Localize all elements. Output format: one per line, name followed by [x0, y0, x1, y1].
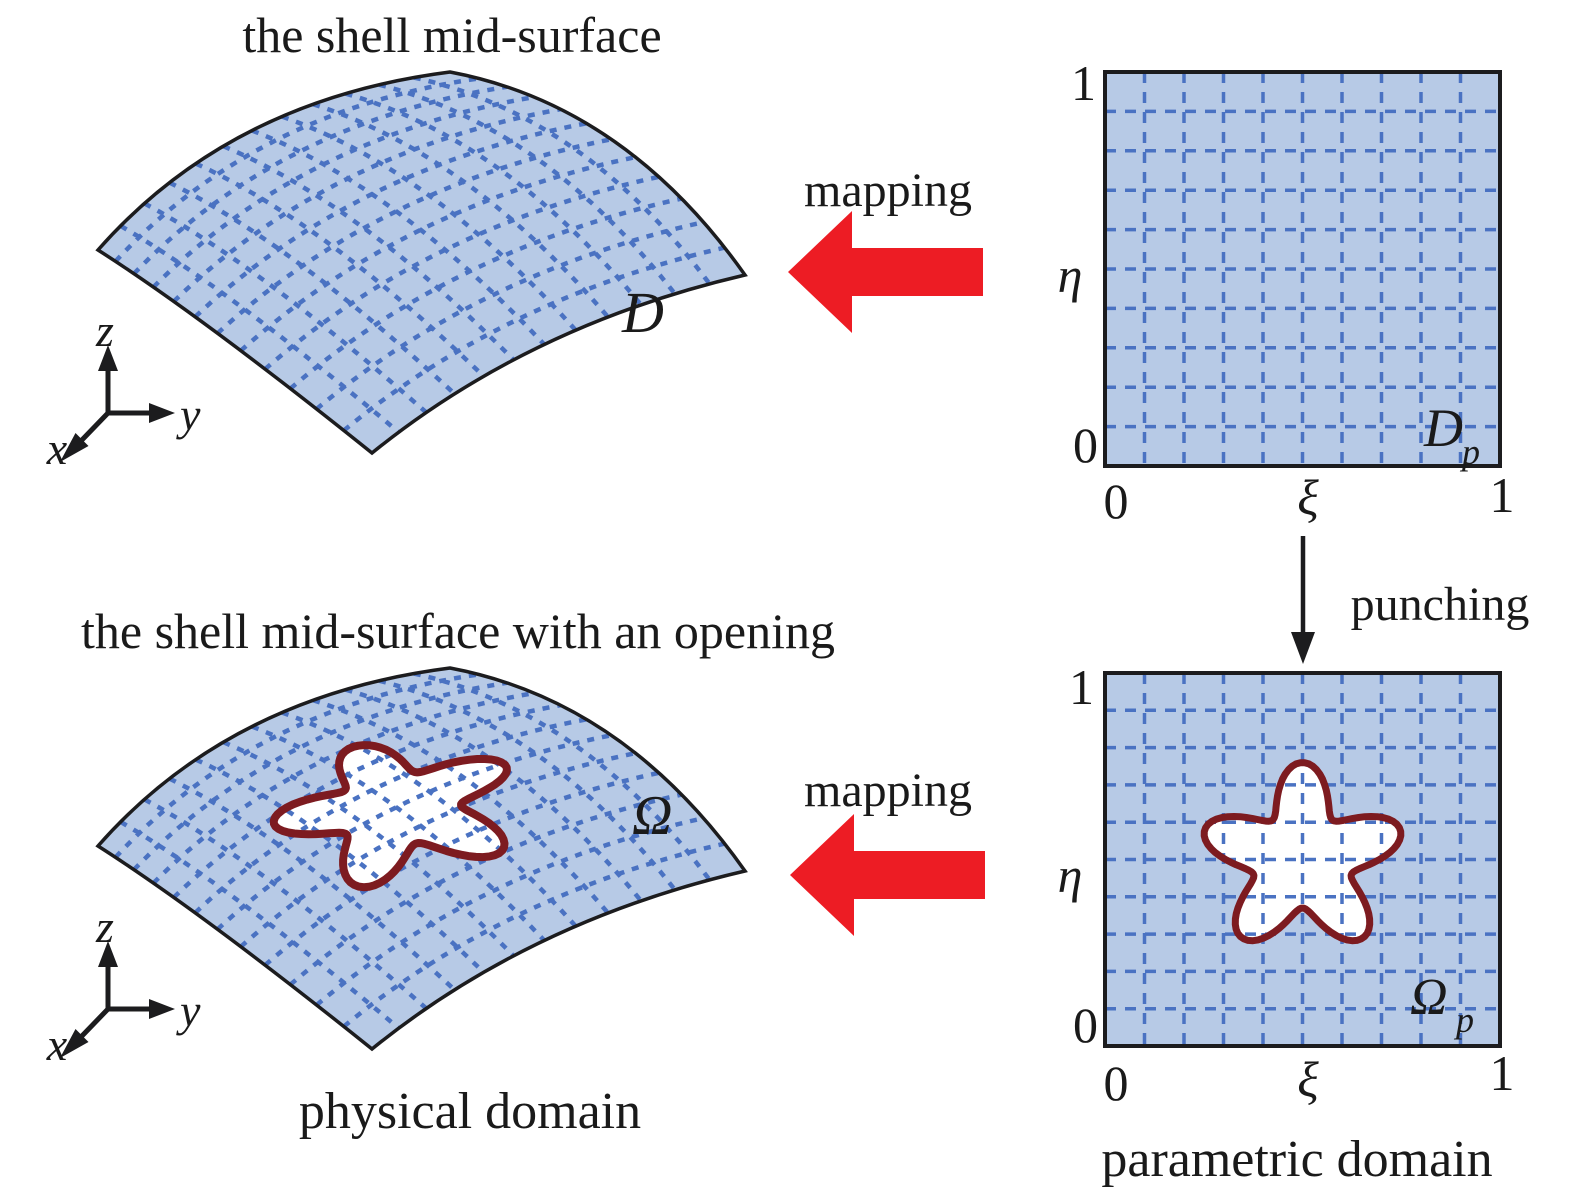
axis-z-label: z: [95, 305, 114, 356]
xi-tick-0: 0: [1104, 473, 1129, 529]
eta-tick-0: 0: [1073, 997, 1098, 1053]
domain-label-Dp-subscript: p: [1459, 432, 1480, 472]
xi-axis-label: ξ: [1297, 469, 1319, 525]
parametric-domain-punched-panel: 1 η 0 0 ξ 1 Ω p parametric domain: [1058, 659, 1515, 1188]
domain-label-Omega-p: Ω: [1410, 969, 1448, 1026]
physical-domain-caption: physical domain: [299, 1083, 641, 1140]
star-opening-outline: [269, 741, 511, 892]
coordinate-axes: [78, 963, 152, 1040]
eta-tick-0: 0: [1073, 417, 1098, 473]
axis-y-label: y: [176, 389, 201, 440]
panel-title: the shell mid-surface: [242, 7, 661, 63]
axis-x-label: x: [46, 1019, 68, 1070]
domain-label-D: D: [621, 280, 664, 345]
xi-axis-label: ξ: [1297, 1051, 1319, 1107]
punched-square-fill: [1105, 673, 1500, 1046]
punching-arrow-group: punching: [1291, 536, 1529, 664]
coordinate-axes: [78, 367, 152, 444]
xi-tick-0: 0: [1104, 1055, 1129, 1111]
mapping-label-bottom: mapping: [804, 764, 972, 817]
surface-outline: [95, 666, 748, 1052]
xi-tick-1: 1: [1490, 467, 1515, 523]
panel-title: the shell mid-surface with an opening: [81, 603, 835, 659]
mapping-arrow-left-icon: [790, 814, 985, 936]
domain-label-Dp: D: [1423, 398, 1463, 458]
axis-y-label: y: [176, 985, 201, 1036]
shell-mid-surface-panel: the shell mid-surface D z y x: [46, 7, 748, 474]
eta-axis-label: η: [1058, 847, 1083, 903]
surface-grid-lines: [113, 671, 726, 1030]
parametric-domain-caption: parametric domain: [1101, 1131, 1492, 1188]
domain-label-Omega: Ω: [632, 785, 673, 847]
xi-tick-1: 1: [1490, 1045, 1515, 1101]
punching-label: punching: [1351, 578, 1530, 631]
axis-x-label: x: [46, 423, 68, 474]
surface-outline: [95, 70, 748, 456]
parametric-domain-full-panel: 1 η 0 0 ξ 1 D p: [1058, 55, 1515, 529]
physical-domain-panel: the shell mid-surface with an opening Ω …: [46, 603, 835, 1140]
mapping-arrow-bottom-group: mapping: [790, 764, 985, 936]
domain-label-Omega-p-subscript: p: [1453, 1000, 1474, 1040]
eta-axis-label: η: [1058, 247, 1083, 303]
axis-z-label: z: [95, 901, 114, 952]
punching-arrow-head-icon: [1291, 632, 1315, 664]
mapping-arrow-left-icon: [788, 211, 983, 333]
eta-tick-1: 1: [1069, 659, 1094, 715]
parametric-square-border: [1103, 70, 1502, 468]
coordinate-axes-arrowheads: [60, 941, 175, 1058]
mapping-label-top: mapping: [804, 164, 972, 217]
surface-grid-lines: [113, 75, 726, 434]
parametric-square-fill: [1105, 72, 1500, 466]
mapping-arrow-top-group: mapping: [788, 164, 983, 333]
eta-tick-1: 1: [1071, 55, 1096, 111]
coordinate-axes-arrowheads: [60, 345, 175, 462]
star-hole-outline: [1200, 759, 1405, 945]
punched-square-border: [1103, 671, 1502, 1048]
